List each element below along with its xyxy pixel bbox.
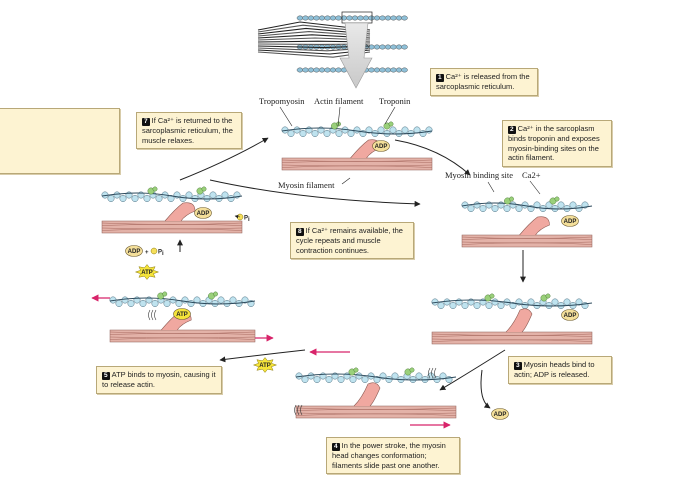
step-2-number: 2 [508, 126, 516, 134]
slide-arrows [91, 294, 451, 429]
panel-step-5-release [109, 291, 256, 343]
step-4-text: In the power stroke, the myosin head cha… [332, 441, 446, 470]
svg-text:ADP: ADP [128, 249, 141, 255]
panel-step-2-binding [461, 196, 593, 248]
step-1-text: Ca²⁺ is released from the sarcoplasmic r… [436, 72, 530, 91]
tropomyosin-strand [281, 127, 433, 135]
cycle-arrows [177, 137, 526, 409]
myosin-thick-filament [295, 405, 457, 419]
myofibril-strand [296, 15, 408, 21]
svg-text:ADP: ADP [197, 211, 210, 217]
panel-step-2-relaxed-top [281, 121, 433, 171]
actin-thin-filament [109, 296, 255, 307]
panel-step-7-relaxed-left [101, 186, 243, 234]
svg-text:i: i [162, 251, 164, 257]
panel-step-4-power-stroke [295, 367, 457, 419]
myosin-thick-filament [431, 331, 593, 345]
label-troponin: Troponin [379, 96, 411, 106]
step-4-number: 4 [332, 443, 340, 451]
svg-text:ADP: ADP [564, 219, 577, 225]
myosin-head [353, 382, 381, 407]
svg-text:P: P [244, 216, 248, 222]
label-leaders [279, 106, 541, 195]
svg-text:ADP: ADP [494, 412, 507, 418]
svg-text:ATP: ATP [176, 312, 188, 318]
tropomyosin-strand [101, 192, 243, 200]
step-1-number: 1 [436, 74, 444, 82]
myofibril-illustration [257, 11, 408, 89]
panel-step-3-bound [431, 293, 593, 345]
label-myosin-filament: Myosin filament [278, 180, 335, 190]
myosin-thick-filament [281, 157, 433, 171]
myosin-head [164, 202, 196, 222]
motion-ticks [148, 309, 437, 416]
tropomyosin-strand [431, 299, 593, 307]
adp-tag-released: ADP [491, 408, 509, 420]
tropomyosin-strand [109, 297, 256, 305]
svg-text:ATP: ATP [141, 270, 153, 276]
atp-tag-incoming: ATP [252, 357, 278, 373]
myosin-head [519, 216, 550, 236]
svg-text:ATP: ATP [259, 363, 271, 369]
step-5-number: 5 [102, 372, 110, 380]
label-calcium: Ca2+ [522, 170, 541, 180]
myosin-head [505, 308, 533, 333]
myosin-thick-filament [461, 234, 593, 248]
myosin-thick-filament [101, 220, 243, 234]
step-3-number: 3 [514, 362, 522, 370]
label-tropomyosin: Tropomyosin [259, 96, 305, 106]
myosin-thick-filament [109, 329, 256, 343]
plus-sign: + [145, 250, 149, 256]
adp-tag-top: ADP [372, 140, 390, 152]
adp-tag-left: ADP [194, 207, 212, 219]
atp-tag-cycle: ATP [134, 264, 160, 280]
step-7-number: 7 [142, 118, 150, 126]
zoom-arrow [339, 22, 373, 89]
step-8-number: 8 [296, 228, 304, 236]
svg-text:P: P [158, 250, 162, 256]
step-7-text: If Ca²⁺ is returned to the sarcoplasmic … [142, 116, 233, 145]
label-myosin-binding-site: Myosin binding site [445, 170, 513, 180]
offscreen-callout [0, 108, 120, 174]
step-2-text: Ca²⁺ in the sarcoplasm binds troponin an… [508, 124, 600, 162]
adp-tag-step3: ADP [561, 309, 579, 321]
tropomyosin-strand [461, 202, 593, 210]
svg-text:ADP: ADP [375, 144, 388, 150]
adp-tag-step2: ADP [561, 215, 579, 227]
label-actin-filament: Actin filament [314, 96, 364, 106]
svg-text:ADP: ADP [564, 313, 577, 319]
tropomyosin-strand [295, 373, 457, 381]
adp-tag-cycle: ADP [125, 245, 143, 257]
step-3-text: Myosin heads bind to actin; ADP is relea… [514, 360, 595, 379]
atp-tag-bound: ATP [173, 308, 191, 320]
step-8-text: If Ca²⁺ remains available, the cycle rep… [296, 226, 403, 255]
step-5-text: ATP binds to myosin, causing it to relea… [102, 370, 216, 389]
svg-text:i: i [248, 217, 250, 223]
